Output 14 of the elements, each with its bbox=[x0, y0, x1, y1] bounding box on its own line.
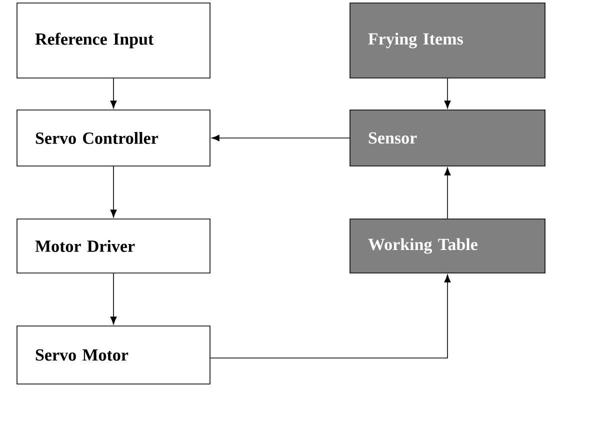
process-box: Reference Input bbox=[16, 2, 210, 78]
arrow bbox=[444, 168, 451, 219]
shaded-box: Sensor bbox=[350, 110, 546, 166]
process-box: Servo Controller bbox=[16, 110, 210, 166]
arrow bbox=[212, 134, 350, 142]
arrow bbox=[444, 78, 451, 108]
arrow bbox=[110, 273, 117, 324]
arrow bbox=[110, 166, 117, 218]
process-box: Motor Driver bbox=[16, 218, 210, 274]
shaded-box: Working Table bbox=[350, 218, 546, 274]
arrow bbox=[210, 274, 451, 358]
arrow bbox=[110, 78, 117, 108]
process-box: Servo Motor bbox=[16, 326, 210, 384]
shaded-box: Frying Items bbox=[350, 2, 546, 78]
